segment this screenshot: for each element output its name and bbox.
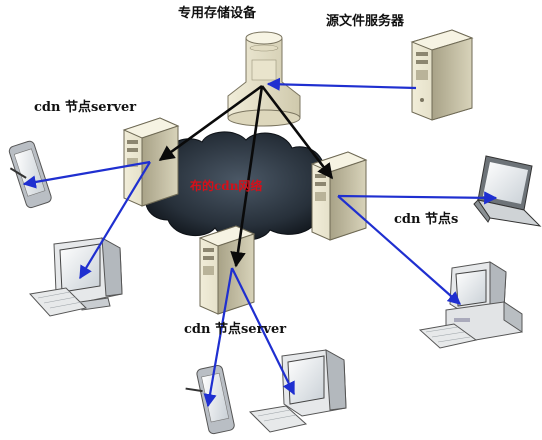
arrow-storage-to-cdn-bottom [230,85,264,268]
cdn-node-right-label: cdn 节点s [394,212,459,227]
arrow-cdn-bottom-to-tablet [203,267,234,408]
arrow-storage-to-cdn-left [158,84,263,162]
cloud-label: 布的cdn网络 [190,179,263,193]
arrow-cdn-left-to-tablet [22,160,151,189]
laptop-right-icon [473,155,542,227]
arrow-cdn-bottom-to-monitor [231,267,295,396]
cdn-node-bottom-label: cdn 节点server [184,322,287,337]
tablet-left-icon [8,140,52,209]
crt-monitor-left-icon [29,237,123,317]
storage-cylinder-icon [227,31,301,127]
arrow-source-to-storage [266,77,417,91]
crt-monitor-bottom-icon [248,349,347,433]
cdn-node-left-label: cdn 节点server [34,100,137,115]
storage-label: 专用存储设备 [178,6,257,21]
arrow-cdn-left-to-monitor [79,161,151,280]
arrow-storage-to-cdn-right [260,85,334,180]
arrow-cdn-right-to-desktop [337,195,461,305]
desktop-right-icon [418,261,523,349]
source-server-label: 源文件服务器 [326,14,405,29]
source-file-server-icon [410,29,474,121]
arrow-cdn-right-to-laptop [337,191,498,205]
